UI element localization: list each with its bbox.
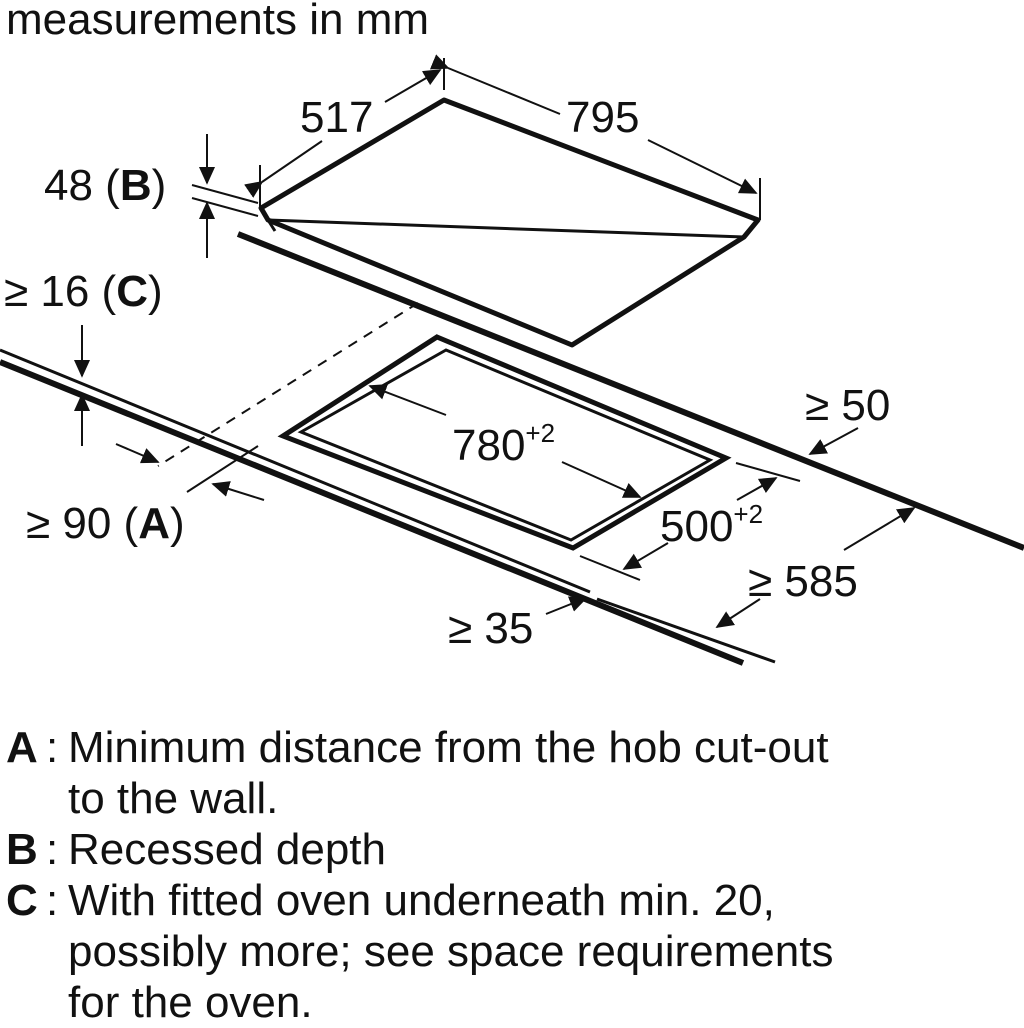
hob-top <box>258 97 761 348</box>
dim-worktop-depth-label: ≥ 585 <box>748 557 858 606</box>
dim-recessed-depth <box>191 134 259 258</box>
dim-cutout-length <box>368 384 642 498</box>
dim-hob-width-label: 517 <box>300 93 373 142</box>
installation-diagram: measurements in mm 517 795 <box>0 0 1024 666</box>
diagram-title: measurements in mm <box>6 0 429 44</box>
legend-key: A <box>6 723 38 772</box>
cutout-outline <box>277 334 732 551</box>
legend-text: With fitted oven underneath min. 20, pos… <box>68 876 834 1027</box>
dim-cutout-width <box>579 462 801 581</box>
dim-front-clearance <box>545 596 588 615</box>
dim-wall-distance <box>115 443 265 501</box>
legend: A : Minimum distance from the hob cut-ou… <box>6 722 1016 1028</box>
legend-item-a: A : Minimum distance from the hob cut-ou… <box>6 722 1016 824</box>
dim-recessed-depth-label: 48 (B) <box>44 161 166 210</box>
legend-key: B <box>6 825 38 874</box>
legend-item-c: C : With fitted oven underneath min. 20,… <box>6 875 1016 1028</box>
dim-front-clearance-label: ≥ 35 <box>448 604 533 653</box>
hidden-edge-dashed <box>157 302 419 467</box>
dim-cutout-width-label: 500+2 <box>660 499 763 551</box>
dim-rear-clearance <box>808 427 859 455</box>
legend-key: C <box>6 876 38 925</box>
dim-hob-length <box>429 54 761 220</box>
dim-cutout-length-label: 780+2 <box>452 418 555 470</box>
legend-item-b: B : Recessed depth <box>6 824 1016 875</box>
dim-worktop-depth <box>715 507 916 628</box>
dim-rear-clearance-label: ≥ 50 <box>805 381 890 430</box>
worktop-edges <box>0 231 1024 666</box>
legend-text: Recessed depth <box>68 825 386 874</box>
dim-wall-distance-label: ≥ 90 (A) <box>26 499 185 548</box>
legend-text: Minimum distance from the hob cut-out to… <box>68 723 829 823</box>
dim-clearance-c-label: ≥ 16 (C) <box>4 267 163 316</box>
dim-hob-length-label: 795 <box>566 93 639 142</box>
